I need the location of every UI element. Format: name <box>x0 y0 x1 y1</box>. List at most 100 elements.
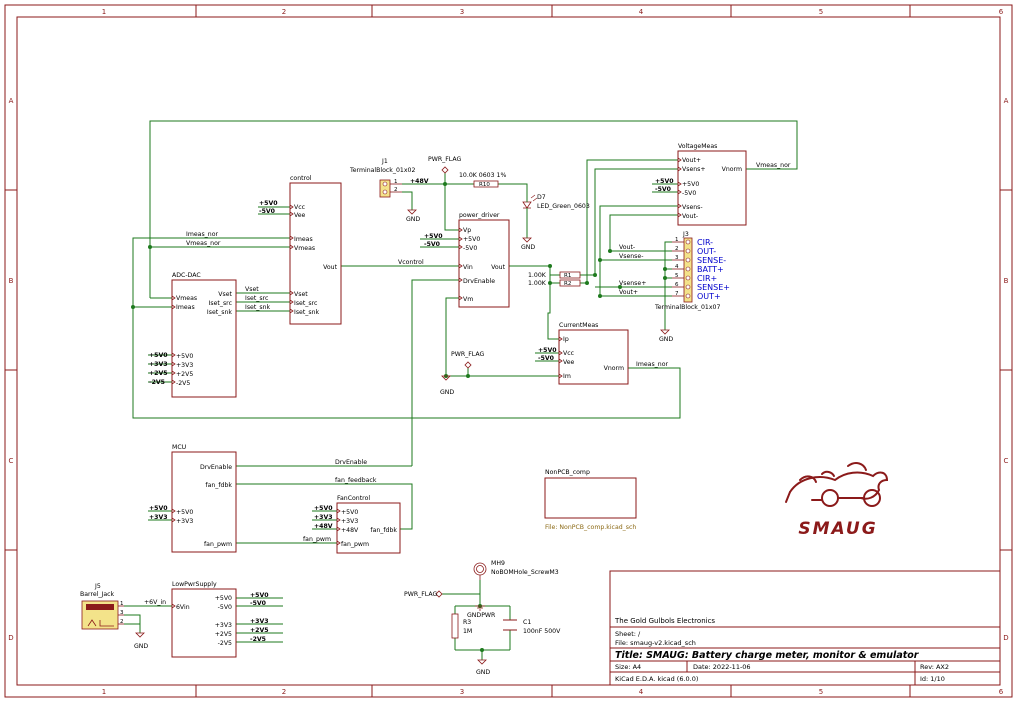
capacitor-c1[interactable]: C1 100nF 500V <box>503 619 561 635</box>
r2-ref: R2 <box>564 281 571 287</box>
adc-dac-sheet[interactable] <box>171 279 237 398</box>
power-pin-drvenable: DrvEnable <box>463 278 495 285</box>
mh9-ref: MH9 <box>491 560 505 567</box>
adc-pin-iset-src: Iset_src <box>209 300 233 307</box>
tb-size: Size: A4 <box>615 663 641 671</box>
adc-title: ADC-DAC <box>172 272 201 279</box>
pwr-lowpwr-3v3: +3V3 <box>250 618 269 625</box>
mounting-hole-mh9[interactable]: MH9 NoBOMHole_ScrewM3 <box>473 560 559 580</box>
j3-name-cir-minus: CIR- <box>697 238 713 247</box>
drawing-frame <box>4 4 1013 698</box>
label-iset-snk: Iset_snk <box>245 304 271 311</box>
r3-value: 1M <box>463 628 472 635</box>
label-vmeas-nor-left: Vmeas_nor <box>186 240 221 247</box>
voltage-pin-vout-minus: Vout- <box>682 213 698 220</box>
low-pwr-supply-sheet[interactable] <box>171 588 237 658</box>
row-a-right: A <box>1004 97 1009 105</box>
connector-j1[interactable]: J1 TerminalBlock_01x02 1 2 <box>349 158 415 198</box>
pwr-fan-3v3: +3V3 <box>314 514 333 521</box>
logo-text: SMAUG <box>798 519 877 539</box>
tb-tool: KiCad E.D.A. kicad (6.0.0) <box>615 675 698 683</box>
tb-title: Title: SMAUG: Battery charge meter, moni… <box>615 650 920 661</box>
led-d7[interactable]: D7 LED_Green_0603 <box>522 194 590 214</box>
resistors-r1-r2[interactable]: R1 R2 1.00K 1.00K <box>528 271 581 287</box>
power-driver-sheet[interactable] <box>458 219 510 308</box>
col-3-bottom: 3 <box>460 688 464 696</box>
gnd-symbols <box>135 209 670 665</box>
current-meas-sheet[interactable] <box>558 329 629 385</box>
fan-pin-5v0: +5V0 <box>341 509 358 516</box>
voltage-meas-sheet[interactable] <box>677 150 747 226</box>
pwr-control-m5v0: -5V0 <box>259 208 276 215</box>
control-pin-vcc: Vcc <box>294 204 306 211</box>
fan-pin-48v: +48V <box>341 527 359 534</box>
pwr-current-m5v0: -5V0 <box>538 355 555 362</box>
voltage-pin-vout-plus: Vout+ <box>682 157 701 164</box>
r1-ref: R1 <box>564 273 571 279</box>
control-pin-iset-snk: Iset_snk <box>294 309 320 316</box>
power-title: power_driver <box>459 212 500 219</box>
tb-date: Date: 2022-11-06 <box>693 663 751 671</box>
lowpwr-pin-m5v0: -5V0 <box>218 604 232 611</box>
r3-ref: R3 <box>463 619 471 626</box>
pwr-fan-5v0: +5V0 <box>314 505 333 512</box>
gnd-rc: GND <box>476 669 490 676</box>
col-1-top: 1 <box>102 8 106 16</box>
tb-sheet: Sheet: / <box>615 630 641 638</box>
adc-pin-vmeas: Vmeas <box>176 295 197 302</box>
current-pin-vnorm: Vnorm <box>604 365 624 372</box>
adc-pin-vset: Vset <box>218 291 232 298</box>
connector-j3[interactable]: 1 2 3 4 5 6 7 CIR- OUT- SENSE- BATT+ CIR… <box>654 231 730 311</box>
j3-pin-7: 7 <box>675 291 679 297</box>
row-b-right: B <box>1004 277 1009 285</box>
tb-rev: Rev: AX2 <box>920 663 949 671</box>
pwr-lowpwr-2v5: +2V5 <box>250 627 269 634</box>
j5-ref: J5 <box>94 583 101 590</box>
j3-name-out-minus: OUT- <box>697 247 716 256</box>
control-pin-imeas: Imeas <box>294 236 313 243</box>
pwr-j1-48v: +48V <box>410 178 429 185</box>
control-pin-vset: Vset <box>294 291 308 298</box>
pwr-adc-2v5: +2V5 <box>149 370 168 377</box>
j5-pin-2: 2 <box>120 619 124 625</box>
current-pin-im: Im <box>563 373 571 380</box>
voltage-pin-vsens-plus: Vsens+ <box>682 166 706 173</box>
row-d-left: D <box>8 634 13 642</box>
adc-pin-2v5: +2V5 <box>176 371 193 378</box>
mh9-value: NoBOMHole_ScrewM3 <box>491 569 559 576</box>
pwr-flags <box>435 166 472 598</box>
adc-pin-iset-snk: Iset_snk <box>207 309 233 316</box>
power-pin-m5v0: -5V0 <box>463 245 477 252</box>
mcu-sheet[interactable] <box>171 451 237 553</box>
resistor-r3[interactable]: R3 1M <box>451 613 472 639</box>
nonpcb-sheet[interactable] <box>544 477 637 519</box>
nonpcb-file: File: NonPCB_comp.kicad_sch <box>545 524 636 531</box>
connector-j5[interactable]: J5 Barrel_Jack 1 3 2 <box>80 583 124 630</box>
control-sheet[interactable] <box>289 182 342 325</box>
pwr-adc-m2v5: -2V5 <box>149 379 165 386</box>
control-pin-iset-src: Iset_src <box>294 300 318 307</box>
j1-body <box>379 179 391 198</box>
resistor-r10[interactable]: R10 10.0K 0603 1% <box>459 172 506 188</box>
pwr-lowpwr-5v0: +5V0 <box>250 592 269 599</box>
lowpwr-pin-m2v5: -2V5 <box>218 640 232 647</box>
c1-value: 100nF 500V <box>523 628 561 635</box>
title-block-texts: The Gold Gulbols Electronics Sheet: / Fi… <box>614 617 949 683</box>
gnd-power: GND <box>440 389 454 396</box>
pwr-voltage-m5v0: -5V0 <box>655 186 672 193</box>
gnd-j1: GND <box>406 216 420 223</box>
control-title: control <box>290 175 312 182</box>
label-imeas-nor-right: Imeas_nor <box>636 361 668 368</box>
col-6-top: 6 <box>999 8 1004 16</box>
j3-pin-6: 6 <box>675 282 679 288</box>
j1-terminal-2 <box>382 189 388 195</box>
voltage-pin-vsens-minus: Vsens- <box>682 204 703 211</box>
j3-name-cir-plus: CIR+ <box>697 274 717 283</box>
control-pin-vout: Vout <box>323 264 337 271</box>
pwr-fan-48v: +48V <box>314 523 333 530</box>
col-6-bottom: 6 <box>999 688 1004 696</box>
power-pin-vp: Vp <box>463 227 471 234</box>
title-block <box>609 570 1001 686</box>
tb-company: The Gold Gulbols Electronics <box>614 617 715 625</box>
j1-ref: J1 <box>381 158 388 165</box>
